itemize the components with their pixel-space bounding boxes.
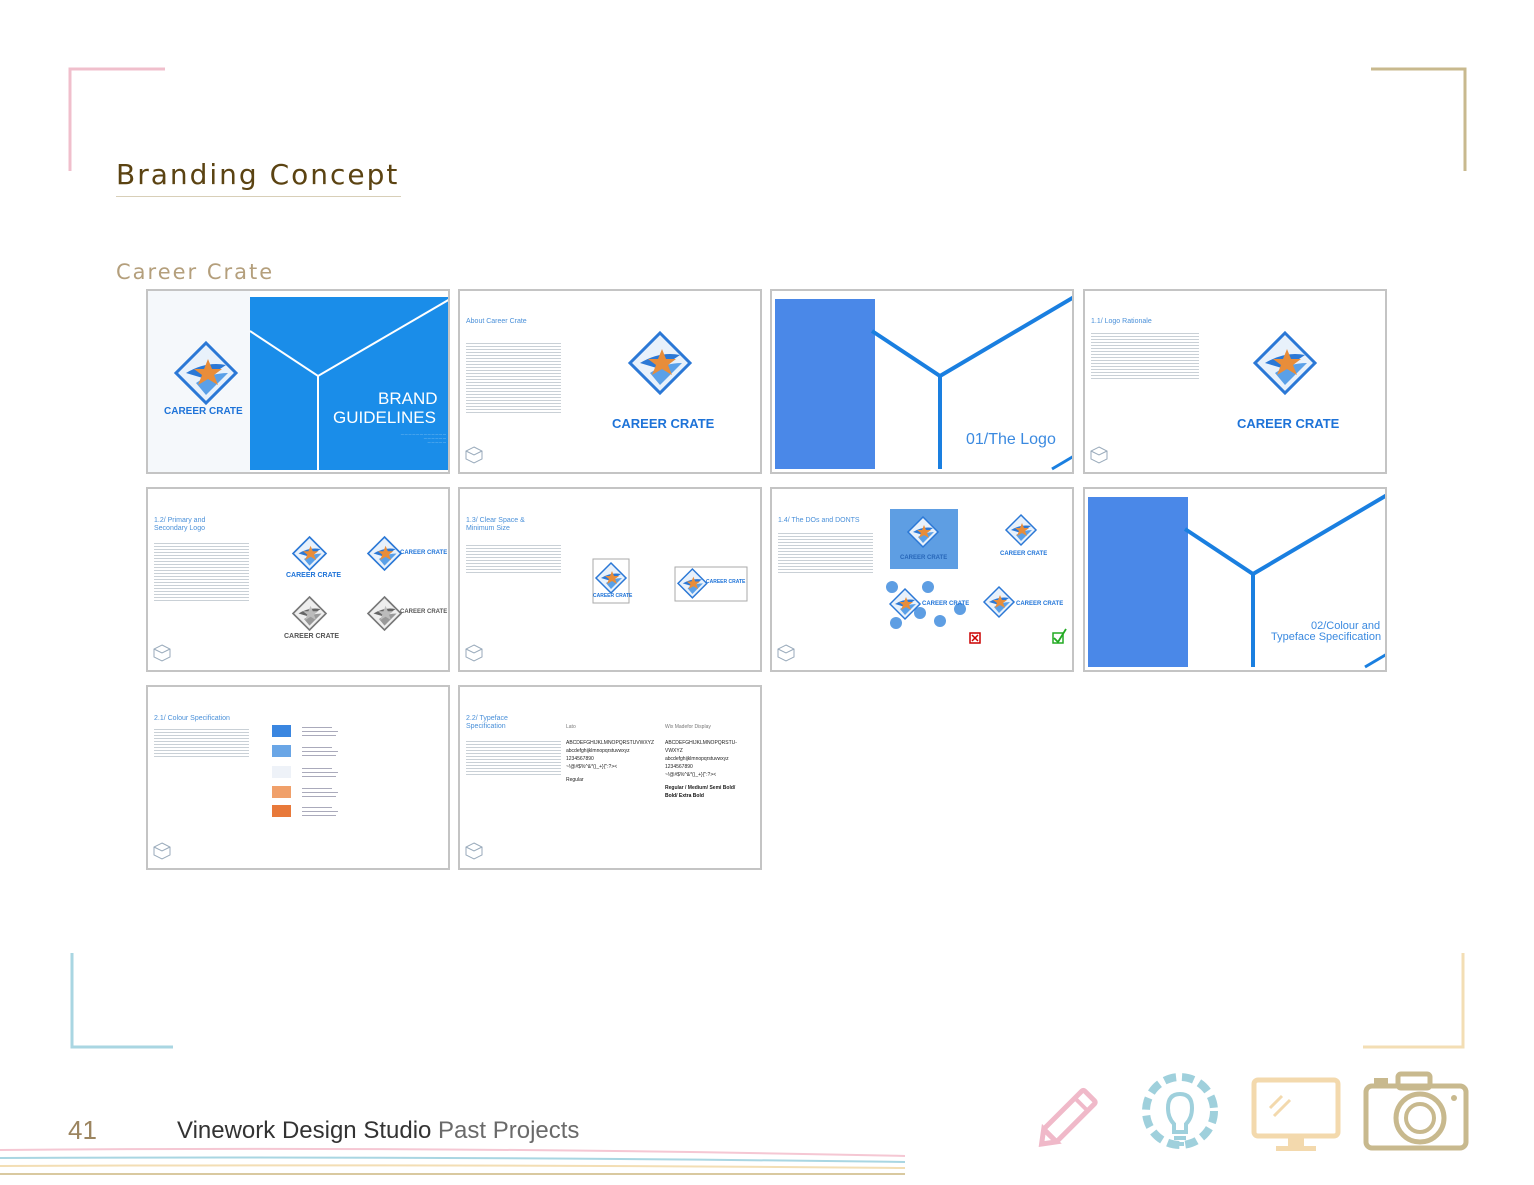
logo-section-heading: 01/The Logo [966, 431, 1056, 448]
primary-body-text [154, 543, 249, 601]
slide-typeface-specification[interactable]: 2.2/ Typeface Specification Lato Wix Mad… [458, 685, 762, 870]
typeface-col2-weight-b: Bold/ Extra Bold [665, 793, 704, 799]
dos-brand-on-blue: CAREER CRATE [900, 555, 948, 561]
clearspace-heading-2: Minimum Size [466, 525, 510, 532]
slide-colour-specification[interactable]: 2.1/ Colour Specification [146, 685, 450, 870]
clearspace-graphic [465, 558, 748, 662]
typeface-col1-weight: Regular [566, 777, 584, 783]
typeface-heading-1: 2.2/ Typeface [466, 715, 508, 722]
slide-primary-secondary-logo[interactable]: 1.2/ Primary and Secondary Logo CAREER C… [146, 487, 450, 672]
primary-logos-graphic [153, 536, 402, 662]
slide-brand-guidelines[interactable]: CAREER CRATE BRAND GUIDELINES — — — — — … [146, 289, 450, 474]
slide-colour-typeface-section[interactable]: 02/Colour and Typeface Specification [1083, 487, 1387, 672]
colour-section-graphic [1088, 493, 1385, 669]
rationale-heading: 1.1/ Logo Rationale [1091, 318, 1152, 325]
primary-heading-1: 1.2/ Primary and [154, 517, 206, 524]
cover-heading-1: BRAND [378, 389, 438, 408]
corner-bottom-left [70, 953, 173, 1049]
rationale-brand-name: CAREER CRATE [1237, 416, 1340, 431]
colour-section-heading-2: Typeface Specification [1271, 631, 1382, 643]
footer-studio-title: Vinework Design Studio Past Projects [177, 1117, 579, 1145]
slide-dos-and-donts[interactable]: 1.4/ The DOs and DONTS CAREER CRATE CARE… [770, 487, 1074, 672]
typeface-heading-2: Specification [466, 723, 506, 730]
typeface-col2-lower: abcdefghijklmnopqrstuvwxyz [665, 756, 729, 762]
typeface-col2-symbols: ~!@#$%^&*()_+}{":?>< [665, 772, 717, 778]
page-number: 41 [68, 1115, 97, 1145]
page-title: Branding Concept [116, 158, 400, 191]
slide-logo-rationale[interactable]: 1.1/ Logo Rationale CAREER CRATE [1083, 289, 1387, 474]
project-subtitle: Career Crate [116, 260, 275, 284]
logo-section-graphic [775, 295, 1072, 471]
slide-the-logo[interactable]: 01/The Logo [770, 289, 1074, 474]
dos-brand-correct: CAREER CRATE [1000, 551, 1048, 557]
studio-suffix: Past Projects [438, 1117, 580, 1144]
primary-mono-brand-name: CAREER CRATE [284, 633, 340, 640]
clearspace-heading-1: 1.3/ Clear Space & [466, 517, 525, 524]
colour-swatches-graphic [153, 725, 338, 860]
dos-brand-horizontal: CAREER CRATE [1016, 601, 1064, 607]
typeface-col1-digits: 1234567890 [566, 756, 594, 762]
clearspace-brand-name: CAREER CRATE [593, 593, 633, 599]
colour-section-heading-1: 02/Colour and [1311, 620, 1381, 632]
typeface-col1-symbols: ~!@#$%^&*()_+}{":?>< [566, 764, 618, 770]
about-heading: About Career Crate [466, 318, 527, 325]
colour-spec-heading: 2.1/ Colour Specification [154, 715, 230, 722]
dos-brand-busy-bg: CAREER CRATE [922, 601, 970, 607]
corner-top-left [68, 67, 165, 171]
about-logo-graphic [465, 331, 692, 464]
monitor-icon [1251, 1077, 1341, 1151]
dos-graphic [777, 509, 1067, 662]
about-brand-name: CAREER CRATE [612, 416, 715, 431]
cover-small-text: — — — — — — — — — — — —— — — — — —— — — … [400, 432, 446, 444]
lightbulb-gear-icon [1142, 1073, 1218, 1149]
cover-brand-name: CAREER CRATE [164, 406, 243, 417]
slide-clear-space[interactable]: 1.3/ Clear Space & Minimum Size CAREER C… [458, 487, 762, 672]
rationale-logo-graphic [1090, 331, 1317, 464]
colour-spec-body-text [154, 729, 249, 757]
typeface-footer-graphic [465, 842, 483, 860]
slide-cover-graphic [148, 291, 448, 472]
primary-heading-2: Secondary Logo [154, 525, 205, 532]
corner-bottom-right [1363, 953, 1465, 1049]
clearspace-brand-name-small: CAREER CRATE [706, 579, 746, 585]
typeface-col2-upper-a: ABCDEFGHIJKLMNOPQRSTU- [665, 740, 737, 746]
typeface-col2-upper-b: VWXYZ [665, 748, 683, 754]
footer-stripes [0, 1147, 906, 1175]
typeface-col1-lower: abcdefghijklmnopqrstuvwxyz [566, 748, 630, 754]
about-body-text [466, 343, 561, 415]
typeface-col2-weight-a: Regular / Medium/ Semi Bold/ [665, 785, 736, 791]
clearspace-body-text [466, 545, 561, 575]
cover-heading-2: GUIDELINES [333, 408, 436, 427]
dos-heading: 1.4/ The DOs and DONTS [778, 517, 860, 524]
pencil-icon [1038, 1087, 1098, 1147]
secondary-brand-name: CAREER CRATE [400, 550, 448, 556]
typeface-body-text [466, 741, 561, 777]
typeface-col2-title: Wix Madefor Display [665, 724, 711, 730]
typeface-col1-title: Lato [566, 724, 576, 730]
studio-name: Vinework Design Studio [177, 1117, 432, 1144]
slide-about[interactable]: About Career Crate CAREER CRATE [458, 289, 762, 474]
secondary-mono-brand-name: CAREER CRATE [400, 609, 448, 615]
title-underline [116, 196, 401, 197]
rationale-body-text [1091, 333, 1199, 381]
primary-brand-name: CAREER CRATE [286, 572, 342, 579]
dos-body-text [778, 533, 873, 575]
corner-top-right [1371, 67, 1467, 171]
typeface-col2-digits: 1234567890 [665, 764, 693, 770]
camera-icon [1363, 1071, 1469, 1151]
typeface-col1-upper: ABCDEFGHIJKLMNOPQRSTUVWXYZ [566, 740, 655, 746]
